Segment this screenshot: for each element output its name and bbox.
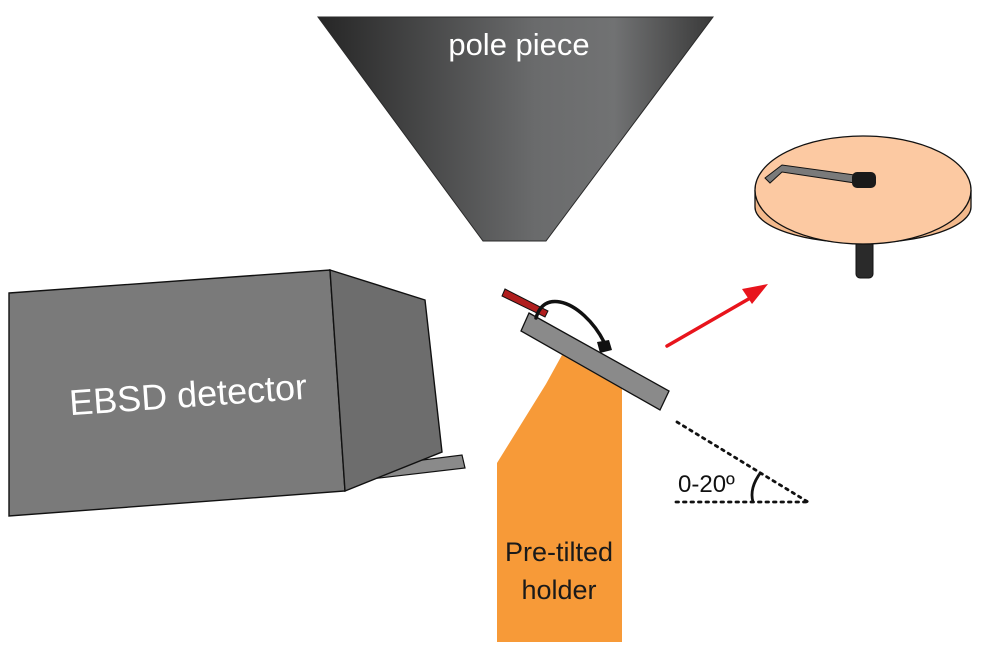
ebsd-detector: EBSD detector [8,269,466,517]
angle-dotted-incline [675,420,810,504]
stub-clip-knob [852,172,876,188]
tilt-angle-indicator: 0-20º [674,420,812,504]
tilt-angle-label: 0-20º [678,471,735,498]
holder-label-line1: Pre-tilted [505,537,613,567]
arrow-head-icon [742,284,768,304]
pointer-arrow [665,284,768,348]
stage-plate [520,312,670,411]
pole-piece: pole piece [317,16,714,242]
pre-tilted-holder: Pre-tilted holder [497,355,622,642]
clip-foot [597,340,612,353]
pole-piece-label: pole piece [448,27,589,62]
tilted-sample-stage [501,288,670,411]
detector-body-side [329,269,443,493]
pole-piece-cone [317,16,714,242]
sample-clip [534,299,606,344]
holder-body [497,355,622,642]
sample-stub-inset [754,135,972,279]
arrow-shaft [665,295,754,348]
stub-disc-top [754,135,972,245]
holder-label-line2: holder [521,575,596,605]
angle-arc [750,471,763,503]
sample-red-strip [501,288,549,318]
